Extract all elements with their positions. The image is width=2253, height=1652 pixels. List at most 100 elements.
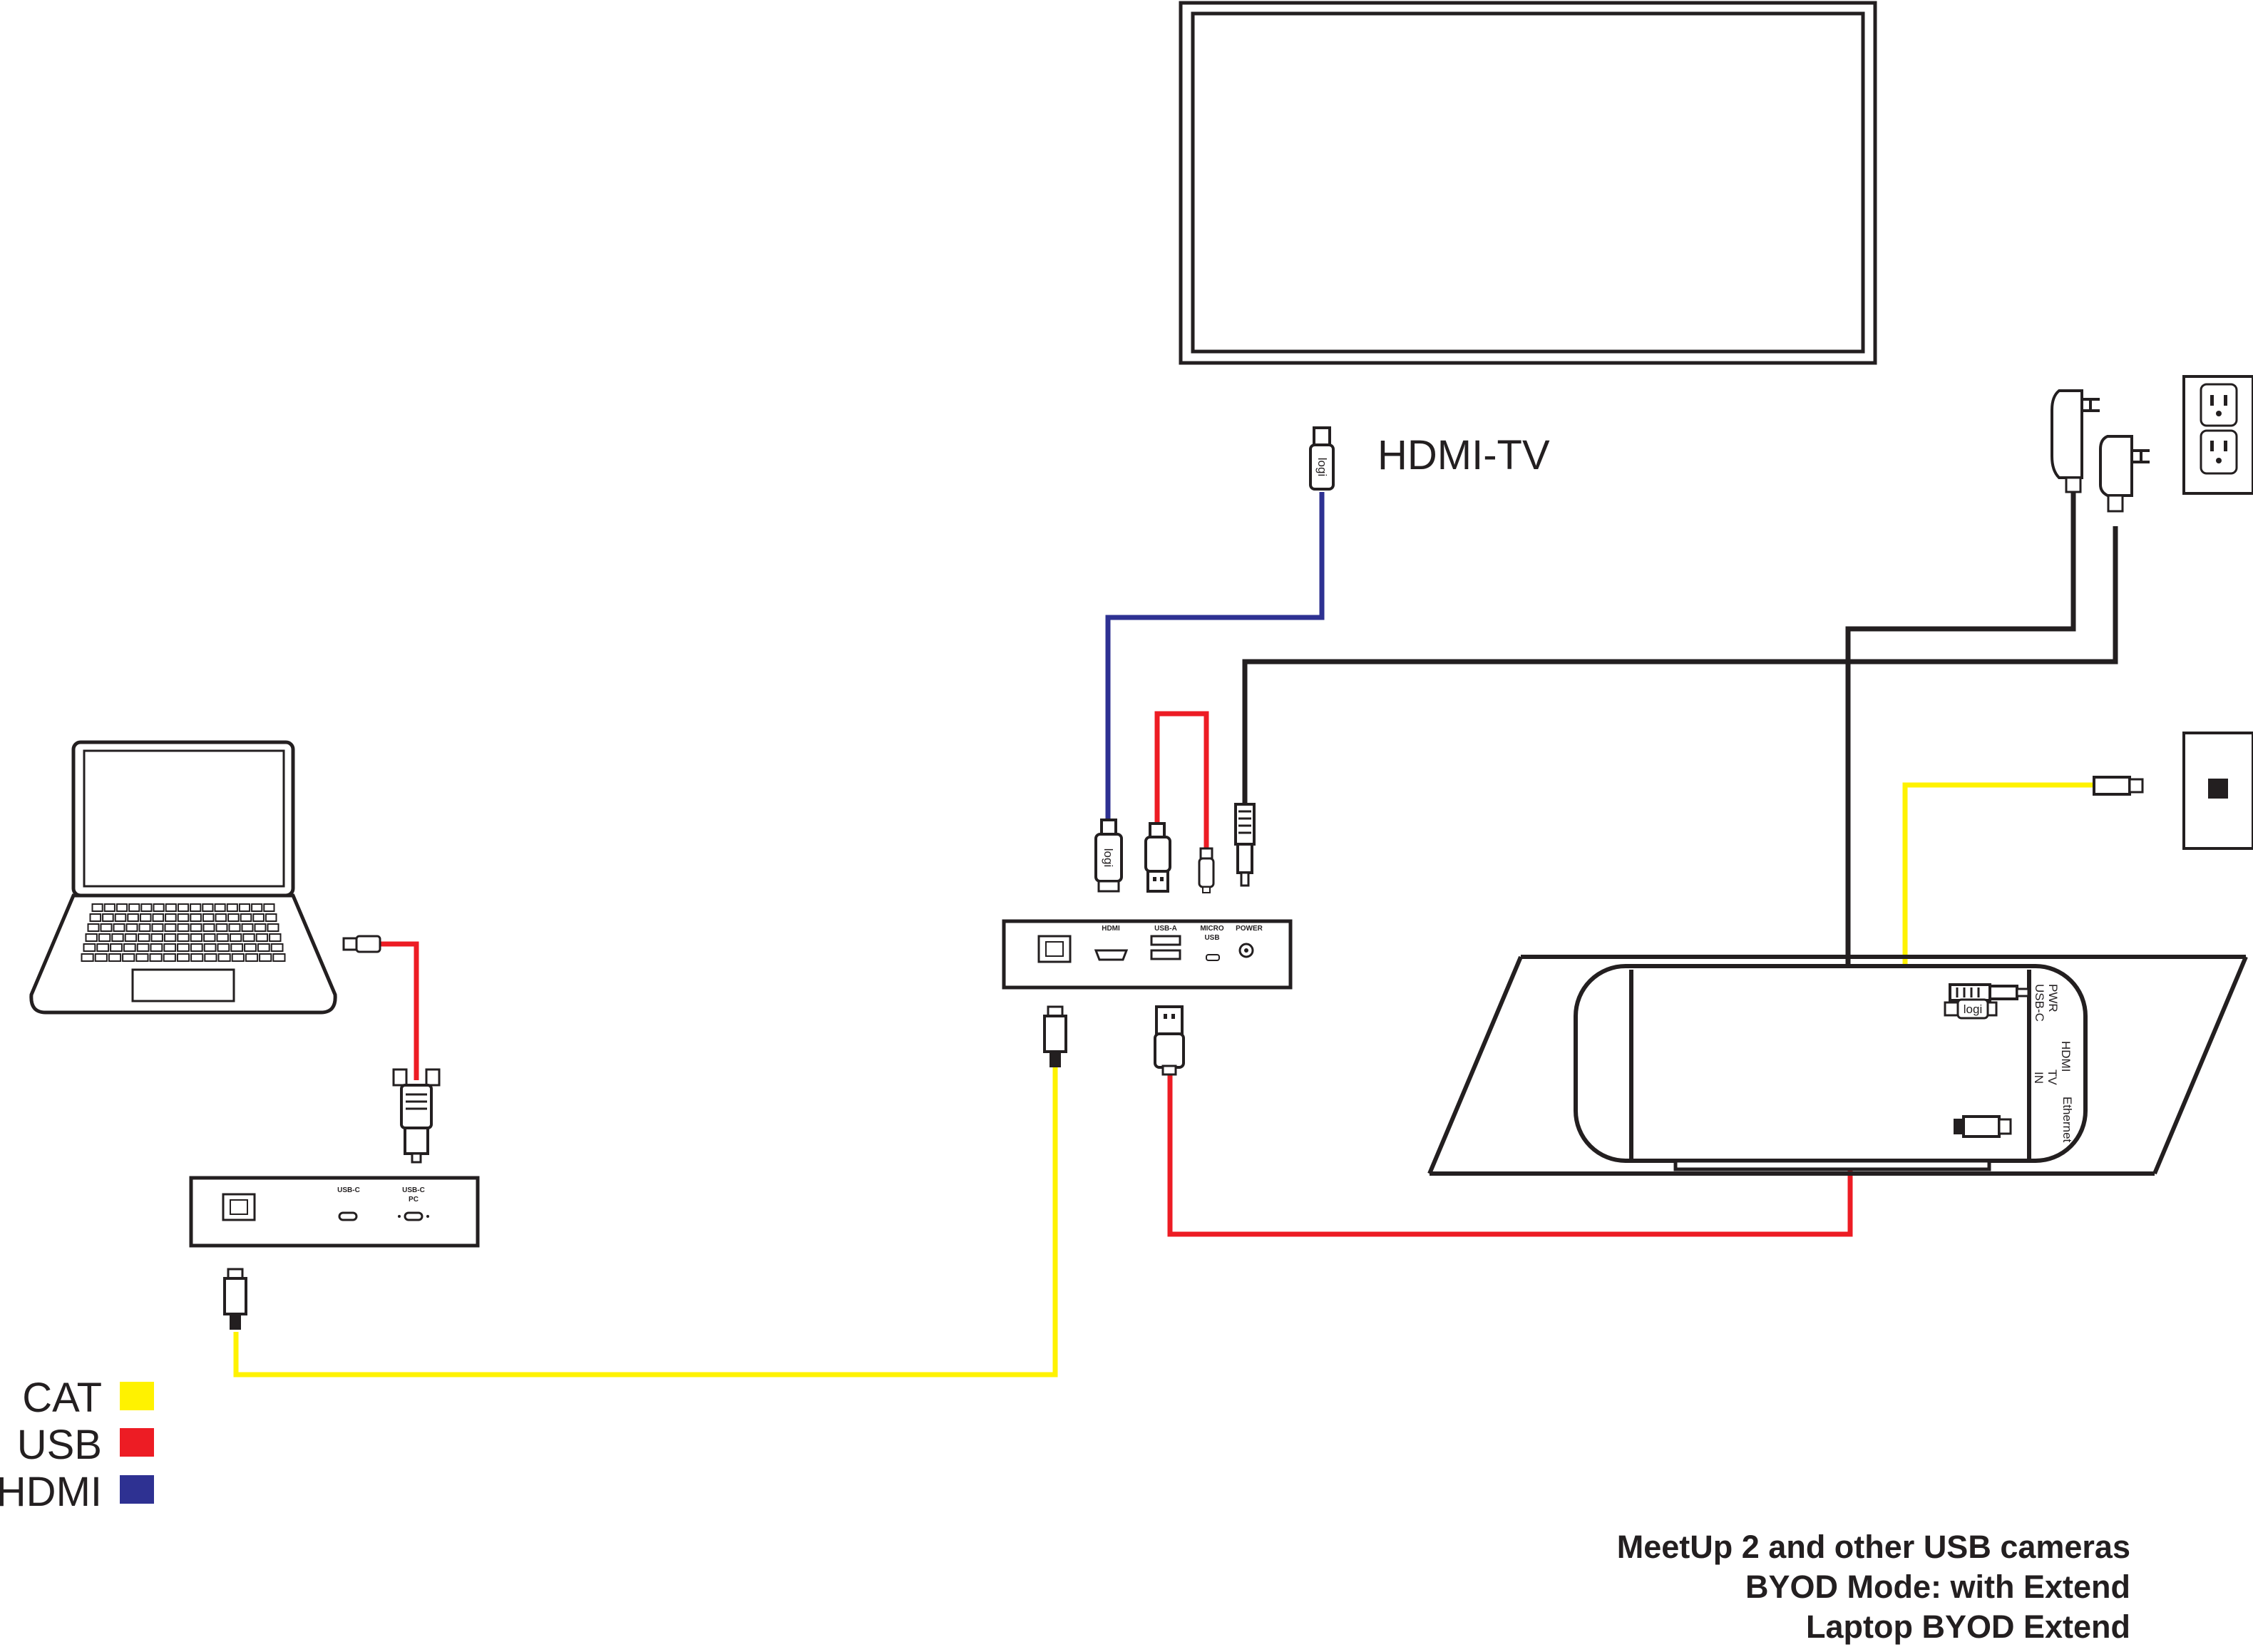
keyboard-key	[177, 943, 190, 952]
keyboard-key	[215, 923, 228, 932]
usb-c-laptop-cable	[380, 941, 419, 1080]
usb-c-plug-transmitter	[392, 1068, 441, 1164]
hdmi-plug-receiver: logi	[1094, 819, 1123, 893]
keyboard-key	[203, 933, 216, 942]
keyboard-key	[138, 923, 151, 932]
keyboard-key	[163, 933, 177, 942]
legend-swatch-cat	[120, 1382, 154, 1410]
dc-power-plug-receiver	[1234, 803, 1256, 887]
rj45-plug-transmitter	[223, 1268, 247, 1330]
keyboard-key	[229, 933, 242, 942]
keyboard-key	[202, 913, 215, 922]
keyboard-key	[176, 953, 190, 962]
dc-power-plug-camera	[1949, 983, 2030, 1002]
usb-c-plug-camera: logi	[1944, 998, 1998, 1020]
keyboard-key	[259, 953, 272, 962]
keyboard-key	[89, 913, 102, 922]
keyboard-key	[263, 903, 275, 912]
keyboard-key	[165, 913, 177, 922]
keyboard-key	[214, 903, 226, 912]
keyboard-key	[270, 943, 284, 952]
laptop-keyboard	[81, 903, 286, 962]
keyboard-key	[177, 913, 190, 922]
meetup-camera-table: PWR USB-C HDMI TV IN Ethernet	[1427, 955, 2248, 1176]
extend-receiver: HDMI USB-A MICRO USB POWER	[1002, 919, 1293, 990]
keyboard-key	[254, 923, 267, 932]
receiver-port-micro-usb: USB	[1204, 934, 1219, 942]
keyboard-key	[202, 903, 214, 912]
keyboard-key	[135, 953, 149, 962]
rj45-plug-camera	[1954, 1115, 2012, 1138]
hdmi-tv-label: HDMI-TV	[1377, 432, 1550, 478]
keyboard-key	[257, 943, 270, 952]
legend: CAT USB HDMI	[0, 1375, 154, 1515]
keyboard-key	[151, 923, 164, 932]
usb-loop-cable	[1154, 711, 1209, 848]
keyboard-key	[177, 903, 190, 912]
camera-port-hdmi: HDMI	[2059, 1041, 2073, 1072]
keyboard-key	[241, 923, 254, 932]
keyboard-key	[217, 953, 231, 962]
keyboard-key	[102, 913, 114, 922]
receiver-port-usb-a: USB-A	[1154, 925, 1177, 933]
receiver-power-cable	[1242, 526, 2118, 804]
keyboard-key	[255, 933, 269, 942]
keyboard-key	[136, 943, 150, 952]
wall-power-outlet	[2182, 375, 2253, 495]
keyboard-key	[252, 913, 265, 922]
legend-label-usb: USB	[17, 1422, 102, 1468]
keyboard-key	[139, 913, 152, 922]
hdmi-cable	[1105, 492, 1325, 820]
keyboard-key	[251, 903, 263, 912]
keyboard-key	[81, 953, 94, 962]
keyboard-key	[228, 923, 241, 932]
ethernet-wall-jack	[2182, 732, 2253, 850]
transmitter-port-usb-c: USB-C	[337, 1186, 360, 1194]
keyboard-key	[272, 953, 286, 962]
keyboard-key	[265, 913, 277, 922]
keyboard-key	[96, 943, 110, 952]
camera-port-ethernet: Ethernet	[2060, 1097, 2074, 1143]
keyboard-key	[190, 953, 204, 962]
keyboard-key	[150, 943, 163, 952]
keyboard-key	[116, 903, 128, 912]
keyboard-key	[108, 953, 122, 962]
power-adapter-1	[2051, 389, 2100, 493]
diagram-caption: MeetUp 2 and other USB cameras BYOD Mode…	[1617, 1527, 2130, 1647]
caption-line-3: Laptop BYOD Extend	[1805, 1609, 2130, 1645]
keyboard-key	[150, 933, 163, 942]
keyboard-key	[215, 913, 227, 922]
keyboard-key	[203, 943, 217, 952]
hdmi-plug-receiver-logo: logi	[1102, 848, 1115, 867]
caption-line-1: MeetUp 2 and other USB cameras	[1616, 1529, 2130, 1565]
usb-a-plug-receiver	[1144, 822, 1171, 893]
keyboard-key	[149, 953, 163, 962]
keyboard-key	[138, 933, 150, 942]
keyboard-key	[190, 943, 203, 952]
keyboard-key	[110, 943, 123, 952]
transmitter-port-usb-c-pc: USB-C	[402, 1186, 425, 1194]
keyboard-key	[165, 903, 177, 912]
keyboard-key	[202, 923, 215, 932]
cat-extend-cable	[233, 1066, 1058, 1377]
keyboard-key	[244, 943, 257, 952]
keyboard-key	[122, 953, 135, 962]
keyboard-key	[113, 923, 125, 932]
keyboard-key	[111, 933, 124, 942]
keyboard-key	[217, 943, 230, 952]
rj45-plug-receiver	[1043, 1005, 1067, 1067]
legend-swatch-hdmi	[120, 1475, 154, 1504]
legend-label-hdmi: HDMI	[0, 1469, 102, 1515]
camera-port-pwr: PWR	[2046, 984, 2060, 1012]
keyboard-key	[163, 943, 177, 952]
camera-port-usb-c: USB-C	[2033, 984, 2046, 1022]
camera-port-in: IN	[2032, 1072, 2046, 1084]
rj45-plug-wall	[2093, 776, 2144, 796]
keyboard-key	[94, 953, 108, 962]
keyboard-key	[226, 903, 238, 912]
transmitter-port-pc: PC	[409, 1196, 419, 1204]
keyboard-key	[230, 943, 244, 952]
keyboard-key	[238, 903, 251, 912]
usb-c-camera-logo: logi	[1964, 1002, 1982, 1016]
keyboard-key	[240, 913, 252, 922]
